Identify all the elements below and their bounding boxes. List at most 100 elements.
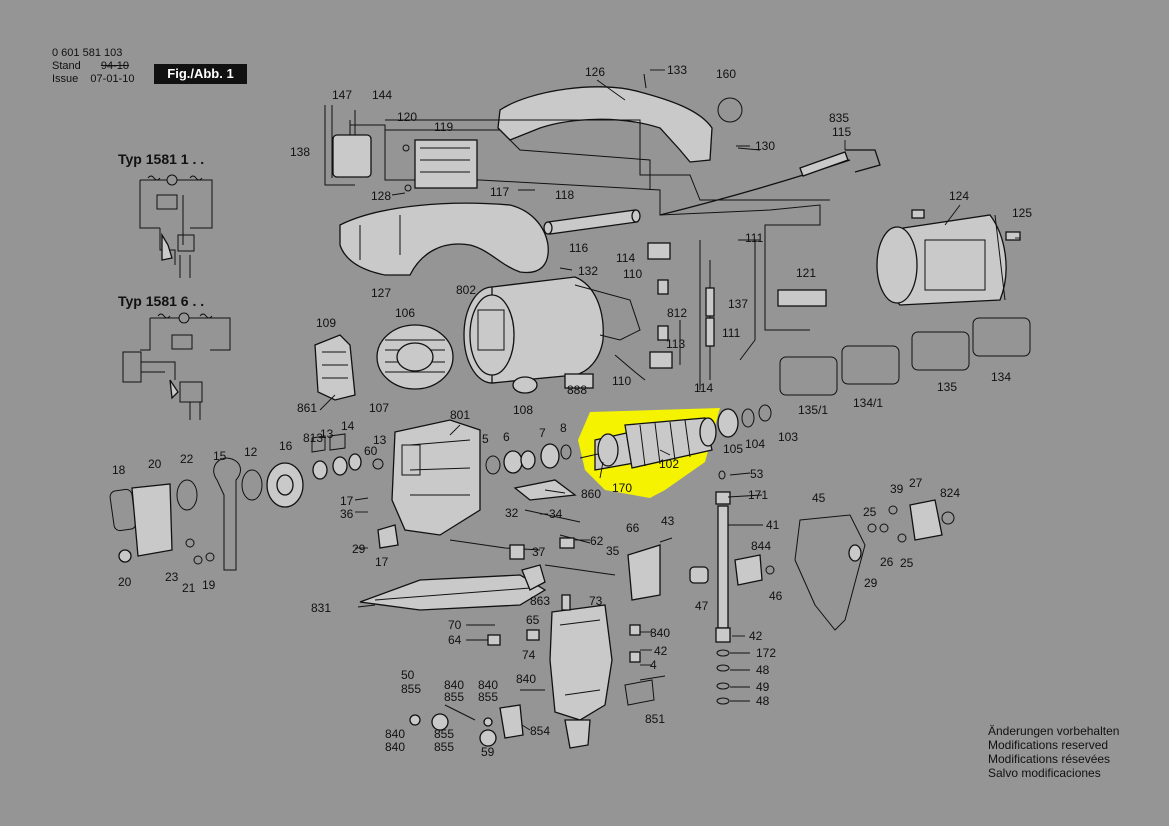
part-label: 26	[880, 555, 894, 569]
part-label: 22	[180, 452, 194, 466]
part-label: 860	[581, 487, 601, 501]
part-label: 861	[297, 401, 317, 415]
part-label: 48	[756, 663, 770, 677]
part-label: 160	[716, 67, 736, 81]
part-label: 19	[202, 578, 216, 592]
switch-block	[777, 289, 827, 307]
part-label: 27	[909, 476, 923, 490]
part-label: 831	[311, 601, 331, 615]
gear-parts	[241, 433, 362, 508]
part-label: 117	[490, 185, 509, 199]
part-label: 62	[590, 534, 604, 548]
part-label: 65	[526, 613, 540, 627]
figure-badge: Fig./Abb. 1	[154, 64, 247, 84]
housing-shell	[339, 202, 549, 276]
stand-label: Stand	[52, 60, 81, 72]
part-label: 121	[796, 266, 816, 280]
part-label: 840	[478, 678, 498, 692]
part-label: 113	[666, 337, 685, 351]
part-label: 13	[320, 427, 334, 441]
part-label: 134	[991, 370, 1011, 384]
part-label: 53	[750, 467, 764, 481]
part-label: 170	[612, 481, 632, 495]
switch-assembly	[332, 134, 478, 192]
rear-plate	[794, 499, 955, 631]
part-label: 855	[478, 690, 498, 704]
part-label: 29	[864, 576, 878, 590]
part-label: 132	[578, 264, 598, 278]
part-label: 855	[434, 727, 454, 741]
part-labels: 147 144 120 119 138 128 117 118 126 133 …	[112, 63, 1032, 759]
part-label: 29	[352, 542, 366, 556]
part-label: 114	[694, 381, 713, 395]
part-label: 12	[244, 445, 258, 459]
part-label: 134/1	[853, 396, 883, 410]
disclaimer-line: Änderungen vorbehalten	[988, 724, 1120, 738]
part-label: 50	[401, 668, 415, 682]
motor-end-cap	[876, 209, 1021, 306]
part-label: 116	[569, 241, 588, 255]
part-label: 39	[890, 482, 904, 496]
tube-part	[543, 209, 641, 235]
part-label: 840	[516, 672, 536, 686]
part-label: 20	[118, 575, 132, 589]
part-label: 103	[778, 430, 798, 444]
part-label: 13	[373, 433, 387, 447]
part-label: 17	[375, 555, 389, 569]
part-label: 18	[112, 463, 126, 477]
wiring-schematic-1	[139, 174, 213, 278]
part-label: 25	[863, 505, 877, 519]
part-label: 802	[456, 283, 476, 297]
brackets	[624, 675, 666, 706]
part-label: 824	[940, 486, 960, 500]
roller-parts	[409, 704, 524, 747]
part-label: 74	[522, 648, 536, 662]
disclaimer-line: Modifications reserved	[988, 738, 1109, 752]
part-label: 840	[650, 626, 670, 640]
label-plates	[779, 317, 1031, 396]
part-label: 851	[645, 712, 665, 726]
stand-value: 94-10	[100, 60, 130, 72]
type-label-2: Typ 1581 6 . .	[118, 293, 205, 309]
part-label: 73	[589, 594, 603, 608]
part-label: 41	[766, 518, 780, 532]
part-label: 23	[165, 570, 179, 584]
part-label: 60	[364, 444, 378, 458]
stator	[376, 324, 454, 390]
part-label: 42	[749, 629, 763, 643]
part-label: 127	[371, 286, 391, 300]
armature	[579, 404, 772, 471]
part-label: 37	[532, 545, 546, 559]
motor-housing	[463, 276, 641, 384]
part-label: 855	[434, 740, 454, 754]
middle-parts	[377, 479, 591, 560]
plunger-guide	[627, 537, 673, 601]
brush-holder	[512, 376, 538, 394]
part-label: 110	[612, 374, 631, 388]
part-label: 171	[748, 488, 768, 502]
part-label: 124	[949, 189, 969, 203]
part-label: 863	[530, 594, 550, 608]
disclaimer-line: Salvo modificaciones	[988, 766, 1101, 780]
part-label: 147	[332, 88, 352, 102]
part-label: 4	[650, 658, 657, 672]
part-label: 133	[667, 63, 687, 77]
part-label: 45	[812, 491, 826, 505]
part-label: 16	[279, 439, 293, 453]
part-label: 119	[434, 120, 453, 134]
part-label: 801	[450, 408, 470, 422]
gear-housing	[391, 419, 481, 536]
wiring-schematic-2	[122, 312, 231, 420]
part-label: 813	[303, 431, 323, 445]
disclaimer-line: Modifications résevées	[988, 752, 1111, 766]
part-label: 48	[756, 694, 770, 708]
part-label: 110	[623, 267, 642, 281]
part-label: 64	[448, 633, 462, 647]
part-label: 111	[722, 326, 741, 340]
part-label: 7	[539, 426, 546, 440]
part-label: 21	[182, 581, 196, 595]
part-label: 102	[659, 457, 679, 471]
bearings	[372, 443, 572, 475]
issue-label: Issue	[52, 73, 79, 85]
